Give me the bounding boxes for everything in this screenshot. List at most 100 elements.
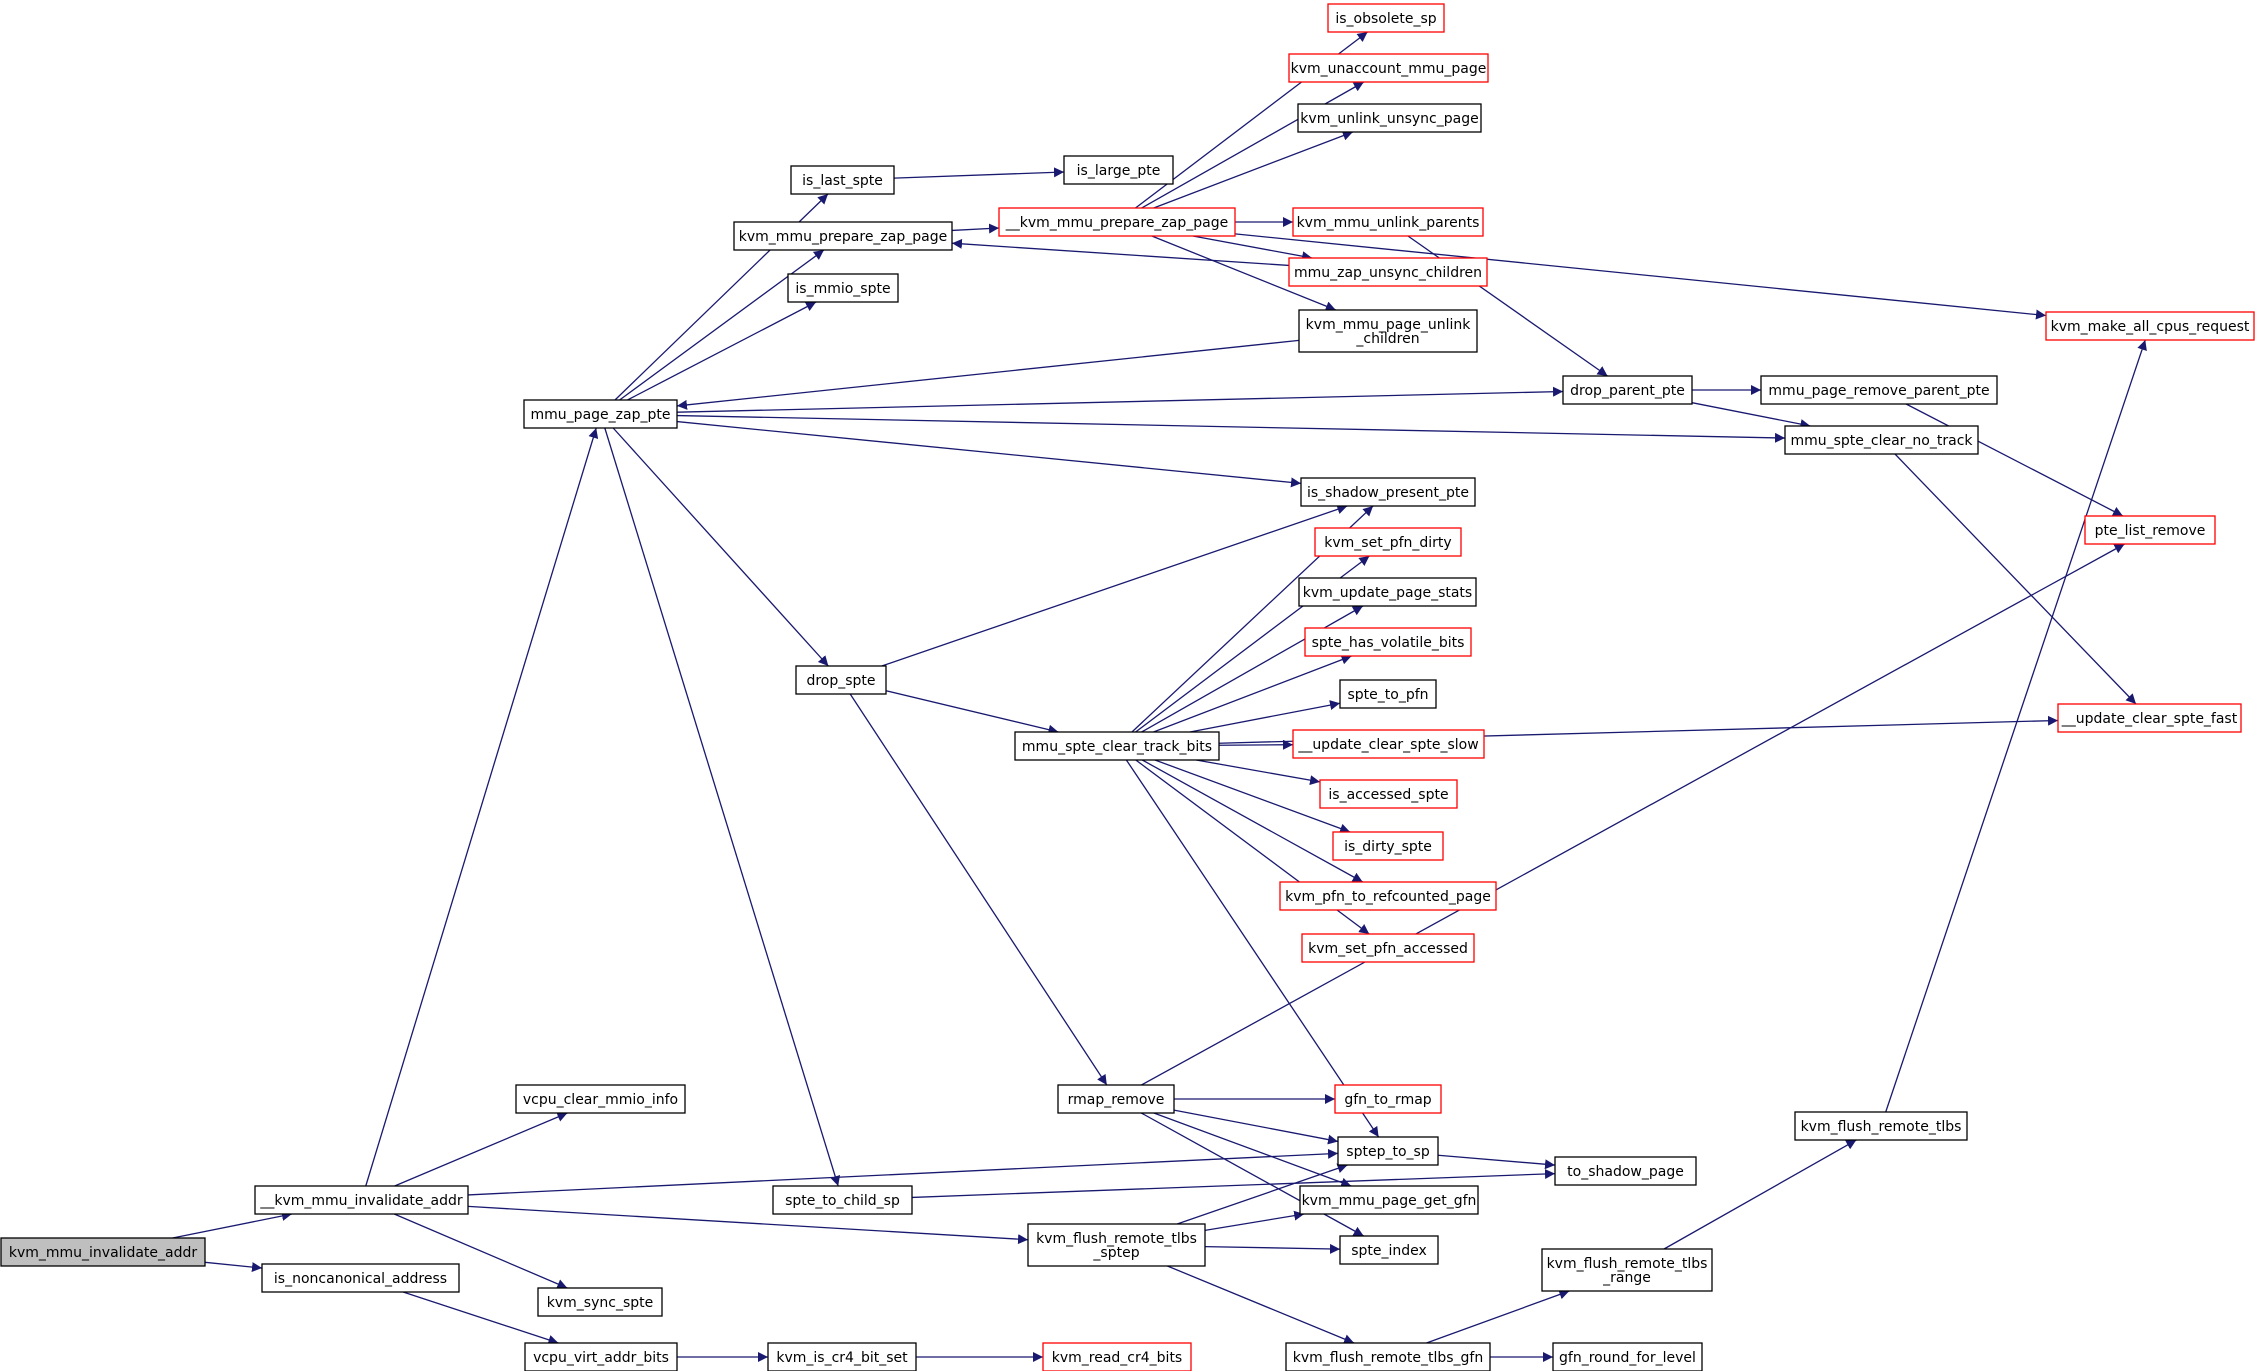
node-box[interactable] (1339, 679, 1437, 709)
node-box[interactable] (1042, 1342, 1192, 1371)
node-box[interactable] (2057, 703, 2242, 733)
node-box[interactable] (1298, 577, 1477, 607)
node-box[interactable] (1063, 155, 1174, 185)
node-kvm_unlink_unsync_page[interactable]: kvm_unlink_unsync_page (1297, 103, 1482, 133)
node-box[interactable] (515, 1084, 686, 1114)
node-box[interactable] (1057, 1084, 1175, 1114)
node-kvm_mmu_page_unlink_children[interactable]: kvm_mmu_page_unlink_children (1298, 309, 1478, 353)
node-box[interactable] (1339, 1235, 1439, 1265)
node-box[interactable] (1327, 3, 1445, 33)
node-vcpu_virt_addr_bits[interactable]: vcpu_virt_addr_bits (524, 1342, 678, 1371)
node-is_obsolete_sp[interactable]: is_obsolete_sp (1327, 3, 1445, 33)
node-box[interactable] (1554, 1156, 1697, 1186)
node-to_shadow_page[interactable]: to_shadow_page (1554, 1156, 1697, 1186)
node-box[interactable] (1014, 731, 1220, 761)
node-box[interactable] (0, 1237, 206, 1267)
node-kvm_mmu_unlink_parents[interactable]: kvm_mmu_unlink_parents (1292, 207, 1484, 237)
node-mmu_spte_clear_track_bits[interactable]: mmu_spte_clear_track_bits (1014, 731, 1220, 761)
node-box[interactable] (1285, 1342, 1491, 1371)
node-mmu_spte_clear_no_track[interactable]: mmu_spte_clear_no_track (1784, 425, 1979, 455)
node-kvm_flush_remote_tlbs_range[interactable]: kvm_flush_remote_tlbs_range (1541, 1248, 1713, 1292)
node-kvm_flush_remote_tlbs_gfn[interactable]: kvm_flush_remote_tlbs_gfn (1285, 1342, 1491, 1371)
node-spte_to_pfn[interactable]: spte_to_pfn (1339, 679, 1437, 709)
node-box[interactable] (1304, 627, 1472, 657)
node-box[interactable] (772, 1185, 913, 1215)
node-kvm_read_cr4_bits[interactable]: kvm_read_cr4_bits (1042, 1342, 1192, 1371)
node-drop_spte[interactable]: drop_spte (795, 665, 887, 695)
node-kvm_flush_remote_tlbs[interactable]: kvm_flush_remote_tlbs (1794, 1111, 1968, 1141)
node-box[interactable] (1299, 1185, 1479, 1215)
node-spte_to_child_sp[interactable]: spte_to_child_sp (772, 1185, 913, 1215)
node-box[interactable] (537, 1287, 663, 1317)
node-kvm_mmu_page_get_gfn[interactable]: kvm_mmu_page_get_gfn (1299, 1185, 1479, 1215)
node-kvm_flush_remote_tlbs_sptep[interactable]: kvm_flush_remote_tlbs_sptep (1027, 1223, 1206, 1267)
node-is_large_pte[interactable]: is_large_pte (1063, 155, 1174, 185)
node-box[interactable] (524, 1342, 678, 1371)
node-box[interactable] (2084, 515, 2216, 545)
node-box[interactable] (523, 399, 678, 429)
node-__update_clear_spte_fast[interactable]: __update_clear_spte_fast (2057, 703, 2242, 733)
node-box[interactable] (1784, 425, 1979, 455)
node-box[interactable] (254, 1185, 469, 1215)
node-box[interactable] (1541, 1248, 1713, 1292)
node-__update_clear_spte_slow[interactable]: __update_clear_spte_slow (1292, 729, 1485, 759)
node-box[interactable] (1332, 831, 1444, 861)
node-gfn_to_rmap[interactable]: gfn_to_rmap (1334, 1084, 1442, 1114)
node-drop_parent_pte[interactable]: drop_parent_pte (1562, 375, 1693, 405)
node-__kvm_mmu_invalidate_addr[interactable]: __kvm_mmu_invalidate_addr (254, 1185, 469, 1215)
node-spte_index[interactable]: spte_index (1339, 1235, 1439, 1265)
node-box[interactable] (2045, 311, 2255, 341)
node-mmu_page_remove_parent_pte[interactable]: mmu_page_remove_parent_pte (1760, 375, 1998, 405)
node-is_mmio_spte[interactable]: is_mmio_spte (787, 273, 899, 303)
node-is_shadow_present_pte[interactable]: is_shadow_present_pte (1300, 477, 1476, 507)
node-box[interactable] (1292, 207, 1484, 237)
node-box[interactable] (1027, 1223, 1206, 1267)
node-box[interactable] (1288, 53, 1489, 83)
node-box[interactable] (1314, 527, 1462, 557)
node-rmap_remove[interactable]: rmap_remove (1057, 1084, 1175, 1114)
node-is_noncanonical_address[interactable]: is_noncanonical_address (261, 1263, 460, 1293)
node-kvm_unaccount_mmu_page[interactable]: kvm_unaccount_mmu_page (1288, 53, 1489, 83)
node-box[interactable] (1298, 309, 1478, 353)
node-box[interactable] (1319, 779, 1458, 809)
node-kvm_is_cr4_bit_set[interactable]: kvm_is_cr4_bit_set (767, 1342, 917, 1371)
node-box[interactable] (1552, 1342, 1703, 1371)
node-is_last_spte[interactable]: is_last_spte (790, 165, 895, 195)
node-kvm_update_page_stats[interactable]: kvm_update_page_stats (1298, 577, 1477, 607)
node-box[interactable] (1288, 257, 1488, 287)
node-box[interactable] (1794, 1111, 1968, 1141)
node-is_accessed_spte[interactable]: is_accessed_spte (1319, 779, 1458, 809)
node-box[interactable] (767, 1342, 917, 1371)
node-kvm_sync_spte[interactable]: kvm_sync_spte (537, 1287, 663, 1317)
node-box[interactable] (261, 1263, 460, 1293)
node-box[interactable] (998, 207, 1236, 237)
node-box[interactable] (795, 665, 887, 695)
node-box[interactable] (1562, 375, 1693, 405)
node-kvm_set_pfn_dirty[interactable]: kvm_set_pfn_dirty (1314, 527, 1462, 557)
node-is_dirty_spte[interactable]: is_dirty_spte (1332, 831, 1444, 861)
node-vcpu_clear_mmio_info[interactable]: vcpu_clear_mmio_info (515, 1084, 686, 1114)
node-gfn_round_for_level[interactable]: gfn_round_for_level (1552, 1342, 1703, 1371)
node-box[interactable] (1301, 933, 1475, 963)
node-kvm_set_pfn_accessed[interactable]: kvm_set_pfn_accessed (1301, 933, 1475, 963)
node-__kvm_mmu_prepare_zap_page[interactable]: __kvm_mmu_prepare_zap_page (998, 207, 1236, 237)
node-spte_has_volatile_bits[interactable]: spte_has_volatile_bits (1304, 627, 1472, 657)
node-box[interactable] (733, 221, 953, 251)
node-mmu_page_zap_pte[interactable]: mmu_page_zap_pte (523, 399, 678, 429)
node-kvm_mmu_invalidate_addr[interactable]: kvm_mmu_invalidate_addr (0, 1237, 206, 1267)
node-box[interactable] (790, 165, 895, 195)
node-box[interactable] (1297, 103, 1482, 133)
node-box[interactable] (1300, 477, 1476, 507)
node-kvm_pfn_to_refcounted_page[interactable]: kvm_pfn_to_refcounted_page (1279, 881, 1497, 911)
node-box[interactable] (1337, 1136, 1439, 1166)
node-sptep_to_sp[interactable]: sptep_to_sp (1337, 1136, 1439, 1166)
node-box[interactable] (787, 273, 899, 303)
node-mmu_zap_unsync_children[interactable]: mmu_zap_unsync_children (1288, 257, 1488, 287)
node-box[interactable] (1760, 375, 1998, 405)
node-box[interactable] (1292, 729, 1485, 759)
node-kvm_mmu_prepare_zap_page[interactable]: kvm_mmu_prepare_zap_page (733, 221, 953, 251)
node-pte_list_remove[interactable]: pte_list_remove (2084, 515, 2216, 545)
node-kvm_make_all_cpus_request[interactable]: kvm_make_all_cpus_request (2045, 311, 2255, 341)
node-box[interactable] (1334, 1084, 1442, 1114)
node-box[interactable] (1279, 881, 1497, 911)
